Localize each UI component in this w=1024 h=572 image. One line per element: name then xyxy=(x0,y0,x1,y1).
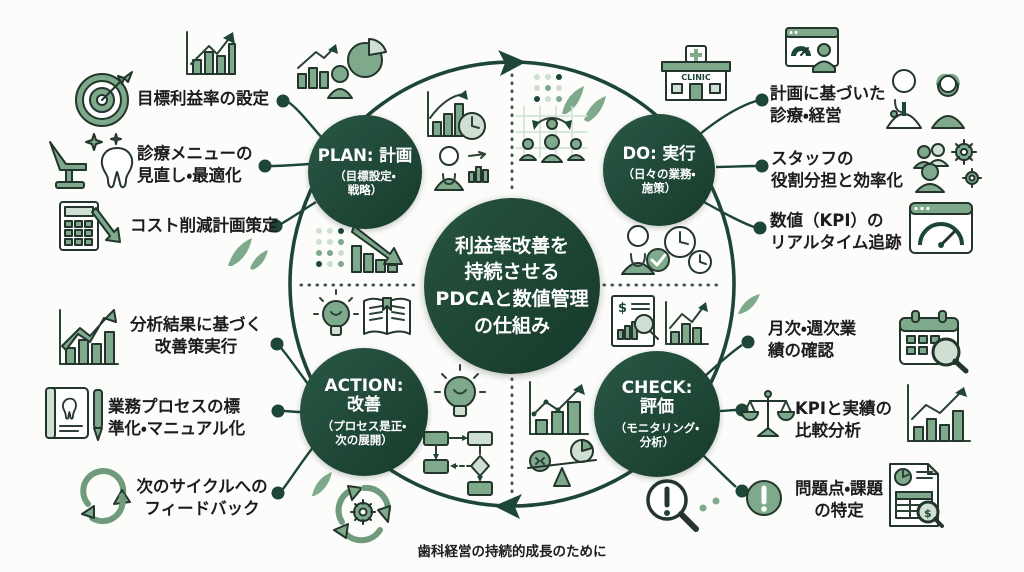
gauge-person-icon xyxy=(785,27,839,73)
check-item-monthly-review: 月次・週次業 績の確認 xyxy=(768,319,857,360)
pie-chart-icon xyxy=(347,38,387,78)
dots-grid-icon xyxy=(534,74,562,102)
leaf-icon xyxy=(738,294,760,314)
check-item-problem-id: 問題点・課題 の特定 xyxy=(794,479,884,520)
clock-icon xyxy=(664,226,712,274)
node-check-label: CHECK: 評価 xyxy=(621,377,693,418)
bar-chart-up-icon xyxy=(186,31,236,75)
person-chart-icon xyxy=(297,44,353,99)
node-do-label: DO: 実行 xyxy=(622,143,696,163)
open-book-icon xyxy=(363,297,411,335)
connectors xyxy=(258,93,769,500)
doctor-nurse-icon xyxy=(886,69,965,129)
alert-circle-icon xyxy=(746,480,782,516)
financial-report-search-icon: $ xyxy=(611,295,659,347)
center-title-circle: 利益率改善を 持続させる PDCAと数値管理 の仕組み xyxy=(424,198,600,374)
decline-chart-icon xyxy=(351,225,403,273)
dental-chair-icon xyxy=(49,141,87,189)
svg-text:$: $ xyxy=(618,301,627,316)
quadrant-dividers xyxy=(299,73,723,497)
action-item-feedback: 次のサイクルへの フィードバック xyxy=(136,477,268,518)
node-plan-label: PLAN: 計画 xyxy=(317,145,413,165)
doctor-check-icon xyxy=(621,225,670,275)
trend-chart-icon xyxy=(529,381,589,435)
team-arrows-icon xyxy=(516,106,588,163)
kpi-bars-icon xyxy=(907,384,971,442)
leaf-sprig-icon xyxy=(562,86,606,122)
people-gears-icon xyxy=(913,139,982,193)
tooth-icon xyxy=(100,147,134,189)
plan-item-menu-review: 診療メニューの 見直し・最適化 xyxy=(137,144,253,185)
node-action: ACTION: 改善 （プロセス是正・ 次の展開） xyxy=(300,348,428,476)
node-do: DO: 実行 （日々の業務・ 施策） xyxy=(603,114,715,226)
clinic-icon: CLINIC xyxy=(661,45,731,101)
cycle-arrows-icon xyxy=(80,468,131,525)
do-item-staff-roles: スタッフの 役割分担と効率化 xyxy=(771,149,903,190)
do-item-kpi-tracking: 数値（KPI）の リアルタイム追跡 xyxy=(770,211,902,252)
pdca-cycle-ring xyxy=(288,50,736,519)
small-dots-icon xyxy=(699,497,720,512)
clinic-label: CLINIC xyxy=(681,73,711,82)
alert-report-icon: $ xyxy=(889,463,944,528)
growth-chart-icon xyxy=(59,309,119,365)
doctor-chart-icon xyxy=(434,146,489,191)
node-plan: PLAN: 計画 （目標設定・ 戦略） xyxy=(308,115,422,229)
cycle-arrow-top xyxy=(498,50,526,76)
cycle-arrow-bottom xyxy=(494,494,522,519)
plan-item-cost-reduction: コスト削減計画策定 xyxy=(130,216,279,235)
bottom-caption: 歯科経営の持続的成長のために xyxy=(417,544,607,560)
plan-item-target-profit: 目標利益率の設定 xyxy=(137,89,269,108)
leaf-icon xyxy=(312,472,332,496)
node-plan-sub: （目標設定・ 戦略） xyxy=(334,168,396,197)
kpi-gauge-icon xyxy=(909,202,973,254)
magnifier-alert-icon xyxy=(646,479,699,532)
flowchart-icon xyxy=(423,431,493,496)
node-do-sub: （日々の業務・ 施策） xyxy=(622,166,696,195)
clock-chart-icon xyxy=(427,90,486,140)
check-item-kpi-compare: KPIと実績の 比較分析 xyxy=(795,399,893,440)
node-check: CHECK: 評価 （モニタリング・ 分析） xyxy=(594,351,720,477)
small-trend-chart-icon xyxy=(665,301,709,345)
node-action-sub: （プロセス是正・ 次の展開） xyxy=(321,418,407,448)
sparkles-icon xyxy=(85,133,122,151)
gear-recycle-icon xyxy=(333,484,392,544)
leaf-icon xyxy=(228,238,268,270)
dots-grid-left-icon xyxy=(316,228,344,267)
balance-scale-icon xyxy=(741,390,795,437)
action-item-standardize: 業務プロセスの標 準化・マニュアル化 xyxy=(108,397,246,438)
calculator-icon xyxy=(59,201,121,251)
action-item-improvement: 分析結果に基づく 改善策実行 xyxy=(130,315,262,356)
svg-text:$: $ xyxy=(924,507,932,520)
center-title: 利益率改善を 持続させる PDCAと数値管理 の仕組み xyxy=(435,234,589,337)
lightbulb-icon xyxy=(313,289,359,336)
target-icon xyxy=(75,71,133,127)
node-action-label: ACTION: 改善 xyxy=(324,375,404,416)
do-item-plan-based: 計画に基づいた 診療・経営 xyxy=(770,84,886,125)
seesaw-balance-icon xyxy=(527,439,597,487)
manual-book-icon xyxy=(45,387,103,441)
lightbulb-2-icon xyxy=(434,364,486,417)
calendar-search-icon xyxy=(899,310,969,374)
node-check-sub: （モニタリング・ 分析） xyxy=(614,420,700,450)
